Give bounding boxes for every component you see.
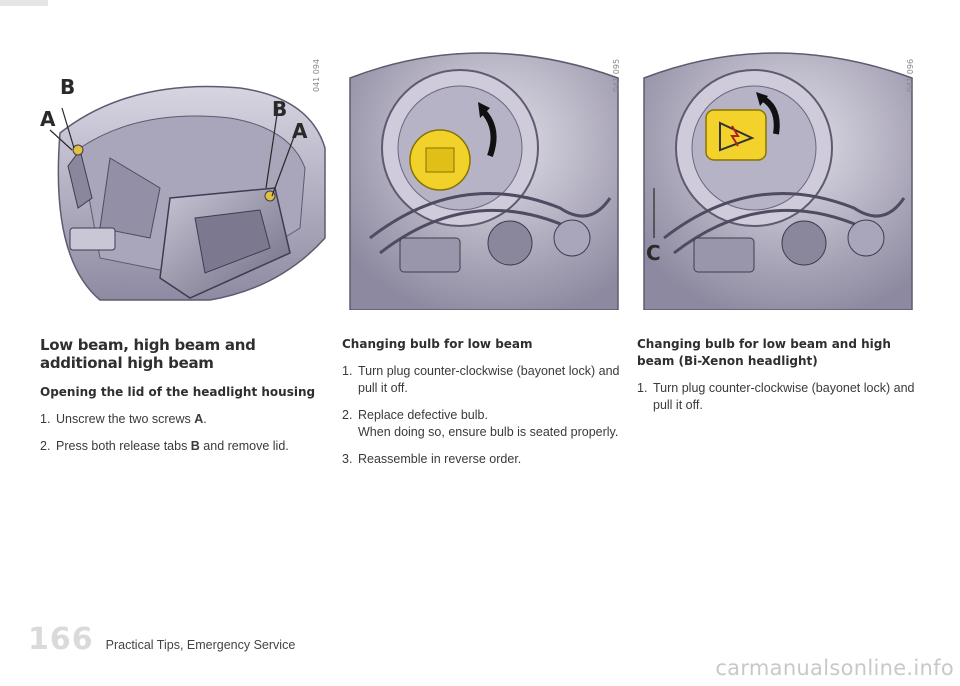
step-text: Press both release tabs [56, 439, 191, 453]
top-edge-mark [0, 0, 48, 6]
figure-bi-xenon-plug: C [634, 38, 916, 310]
page-number: 166 [28, 622, 94, 657]
subsection-heading: Changing bulb for low beam [342, 337, 533, 351]
step-text: Reassemble in reverse order. [358, 452, 522, 466]
bi-xenon-illustration: C [643, 52, 913, 310]
step-number: 1. [342, 364, 353, 378]
section-heading: Low beam, high beam and additional high … [40, 336, 256, 372]
section-bi-xenon: Changing bulb for low beam and high beam… [637, 336, 927, 424]
figure-code: 041 095 [612, 58, 621, 92]
page-footer: 166 Practical Tips, Emergency Service [28, 622, 295, 657]
headlight-housing-illustration: B A B A [40, 75, 326, 301]
step-text: Turn plug counter-clockwise (bayonet loc… [653, 381, 915, 412]
step-text: Turn plug counter-clockwise (bayonet loc… [358, 364, 620, 395]
subsection-heading: Opening the lid of the headlight housing [40, 385, 316, 399]
step-key: A [194, 412, 204, 426]
step-text: Unscrew the two screws [56, 412, 195, 426]
callout-A-left: A [40, 107, 56, 131]
step-list: 1. Turn plug counter-clockwise (bayonet … [342, 363, 632, 468]
step-note: When doing so, ensure bulb is seated pro… [358, 425, 619, 439]
callout-B-left: B [60, 75, 75, 99]
figure-headlight-housing: B A B A [40, 38, 330, 310]
figure-code: 041 094 [312, 58, 321, 92]
step-number: 1. [637, 381, 648, 395]
step-list: 1. Turn plug counter-clockwise (bayonet … [637, 380, 927, 414]
list-item: 2. Press both release tabs B and remove … [40, 438, 330, 455]
list-item: 1. Turn plug counter-clockwise (bayonet … [637, 380, 927, 414]
list-item: 3. Reassemble in reverse order. [342, 451, 632, 468]
callout-B-right: B [272, 97, 287, 121]
low-beam-illustration [349, 52, 619, 310]
step-number: 1. [40, 412, 51, 426]
section-name: Practical Tips, Emergency Service [105, 638, 296, 652]
callout-A-right: A [292, 119, 308, 143]
figure-low-beam-plug [340, 38, 622, 310]
subsection-heading: Changing bulb for low beam and high beam… [637, 337, 891, 368]
section-opening-lid: Low beam, high beam and additional high … [40, 336, 330, 465]
step-list: 1. Unscrew the two screws A. 2. Press bo… [40, 411, 330, 455]
list-item: 1. Unscrew the two screws A. [40, 411, 330, 428]
step-text: Replace defective bulb. [358, 408, 488, 422]
step-number: 2. [40, 439, 51, 453]
figure-code: 041 096 [906, 58, 915, 92]
step-number: 3. [342, 452, 353, 466]
callout-C: C [646, 241, 661, 265]
list-item: 1. Turn plug counter-clockwise (bayonet … [342, 363, 632, 397]
step-text-end: and remove lid. [199, 439, 289, 453]
watermark: carmanualsonline.info [715, 656, 954, 680]
section-low-beam: Changing bulb for low beam 1. Turn plug … [342, 336, 632, 478]
list-item: 2. Replace defective bulb. When doing so… [342, 407, 632, 441]
step-number: 2. [342, 408, 353, 422]
step-key: B [190, 439, 200, 453]
step-text-end: . [203, 412, 207, 426]
